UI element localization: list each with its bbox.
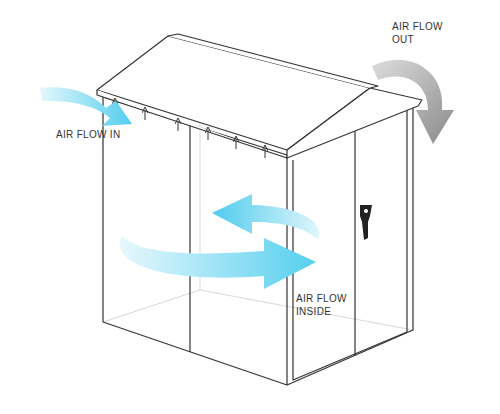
- shed-roof: [97, 34, 422, 158]
- air-out-arrow: [372, 60, 454, 144]
- flow-label-text: AIR FLOW INSIDE: [296, 293, 347, 317]
- air-inside-arrow: [120, 236, 316, 289]
- flow-label: AIR FLOW IN: [56, 128, 120, 141]
- flow-label: AIR FLOW INSIDE: [296, 292, 358, 318]
- vent-arrows: [115, 101, 265, 158]
- flow-label-text: AIR FLOW OUT: [392, 21, 443, 45]
- flow-label: AIR FLOW OUT: [392, 20, 454, 46]
- air-inside-arrow: [212, 194, 319, 240]
- door-handle: [360, 205, 372, 240]
- air-in-arrow: [40, 87, 132, 126]
- floor-lines: [103, 120, 413, 330]
- flow-label-text: AIR FLOW IN: [56, 129, 120, 140]
